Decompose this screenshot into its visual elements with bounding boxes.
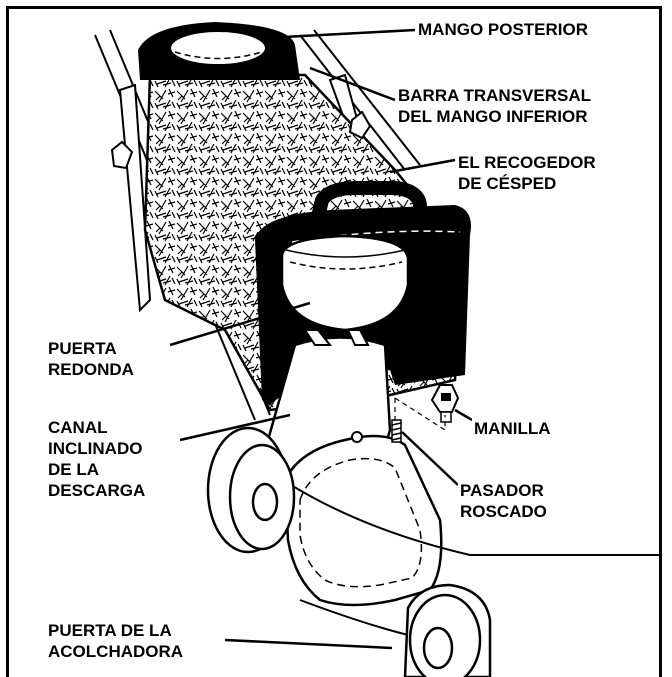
figure-border bbox=[6, 6, 662, 677]
assembly-guide bbox=[394, 397, 446, 432]
leader-knob bbox=[454, 408, 473, 422]
leader-bolt bbox=[401, 431, 459, 486]
label-rear-handle: MANGO POSTERIOR bbox=[416, 19, 591, 40]
leader-chute bbox=[179, 413, 291, 442]
round-door bbox=[280, 234, 410, 332]
label-lower-handle-crossbar: BARRA TRANSVERSAL DEL MANGO INFERIOR bbox=[396, 85, 593, 127]
label-discharge-chute: CANAL INCLINADO DE LA DESCARGA bbox=[46, 417, 148, 501]
label-mulching-door: PUERTA DE LA ACOLCHADORA bbox=[46, 620, 186, 662]
leader-grass-catcher bbox=[389, 158, 456, 174]
leader-rear-handle bbox=[264, 28, 416, 40]
label-threaded-bolt: PASADOR ROSCADO bbox=[458, 480, 549, 522]
manilla-knob bbox=[430, 384, 460, 423]
front-right-wheel bbox=[403, 583, 492, 677]
threaded-bolt bbox=[391, 419, 402, 443]
left-rail-knob bbox=[110, 140, 134, 170]
leader-mulch-door bbox=[224, 638, 393, 650]
rear-left-wheel bbox=[206, 426, 296, 554]
bag-top-handle bbox=[308, 181, 427, 232]
label-grass-catcher: EL RECOGEDOR DE CÉSPED bbox=[456, 152, 598, 194]
rear-handle bbox=[138, 22, 300, 80]
leader-round-door bbox=[169, 301, 311, 347]
label-round-door: PUERTA REDONDA bbox=[46, 338, 136, 380]
leader-crossbar bbox=[309, 66, 396, 102]
mulching-door bbox=[283, 431, 443, 607]
right-rail-knob bbox=[348, 110, 372, 140]
label-knob: MANILLA bbox=[472, 418, 553, 439]
leader-lines bbox=[169, 28, 473, 650]
